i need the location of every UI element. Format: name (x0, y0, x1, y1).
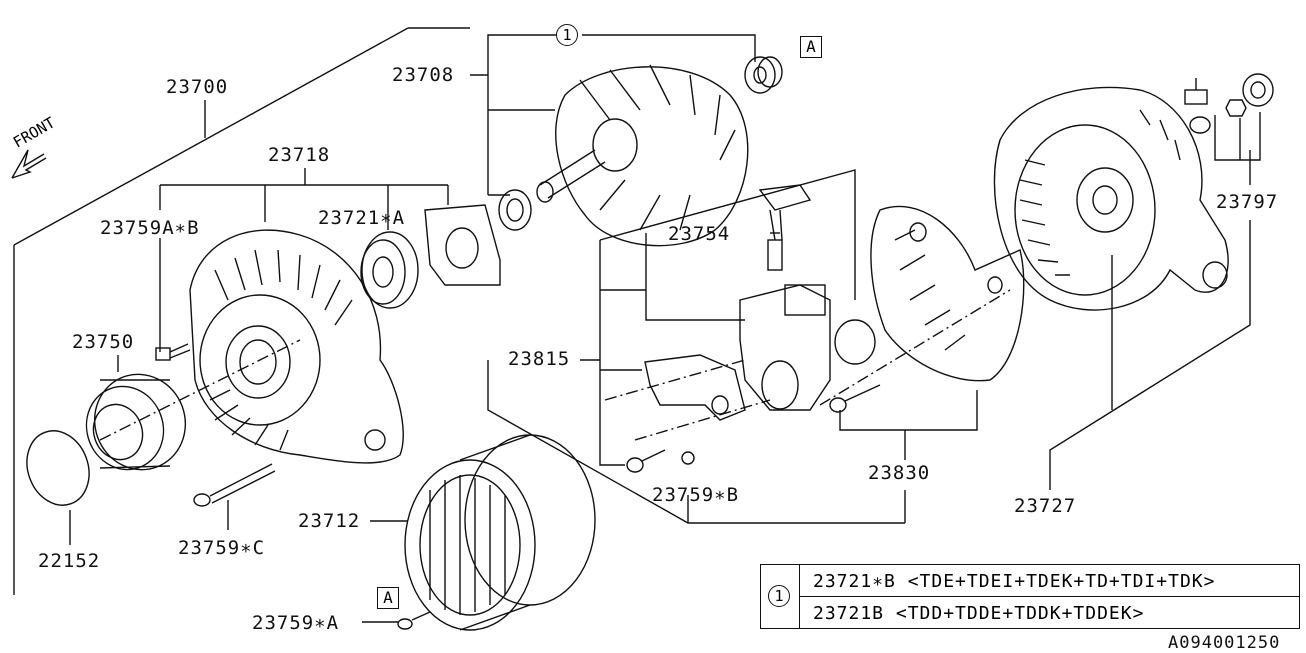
part-23718-label: 23718 (268, 144, 331, 166)
bolt-23759a (397, 611, 431, 630)
leader-lines (69, 34, 1261, 623)
part-23721a-label: 23721∗A (318, 207, 406, 229)
pulley-23750 (85, 373, 187, 471)
brush-holder-plate (644, 354, 746, 421)
front-housing-23718 (189, 229, 404, 464)
bearing-23721a (360, 231, 419, 309)
bolt-23759ab (155, 343, 191, 361)
callout-circle-1: 1 (556, 24, 578, 46)
legend-table: 1 23721∗B <TDE+TDEI+TDEK+TD+TDI+TDK> 237… (760, 564, 1300, 629)
callout-box-a-top: A (800, 36, 822, 58)
rear-housing-23727 (993, 86, 1229, 311)
part-23797-label: 23797 (1216, 191, 1279, 213)
rectifier-23830 (870, 205, 1025, 382)
legend-row-1: 23721∗B <TDE+TDEI+TDEK+TD+TDI+TDK> (799, 565, 1299, 597)
part-23712-label: 23712 (298, 510, 361, 532)
legend-row-2: 23721B <TDD+TDDE+TDDK+TDDEK> (799, 597, 1299, 628)
callout-box-a-bottom: A (377, 587, 399, 609)
screws-23815 (626, 449, 695, 473)
part-23830-label: 23830 (868, 462, 931, 484)
part-22152-label: 22152 (38, 550, 101, 572)
front-arrow-icon (11, 149, 47, 179)
part-23750-label: 23750 (72, 331, 135, 353)
collar-a (744, 56, 783, 94)
legend-symbol-cell: 1 (761, 565, 800, 628)
screw-23830 (829, 384, 881, 413)
part-23708-label: 23708 (392, 64, 455, 86)
seal-ring (834, 319, 876, 365)
assembly-frame (13, 27, 470, 595)
legend-row-1-text: 23721∗B <TDE+TDEI+TDEK+TD+TDI+TDK> (813, 571, 1216, 592)
bolt-23759c (193, 463, 276, 507)
part-23759ab-label: 23759A∗B (100, 217, 200, 239)
part-23727-label: 23727 (1014, 495, 1077, 517)
part-23759a-label: 23759∗A (252, 612, 340, 634)
terminal-23797 (1184, 73, 1274, 134)
legend-row-2-text: 23721B <TDD+TDDE+TDDK+TDDEK> (813, 603, 1145, 624)
cap-22152 (26, 430, 90, 506)
stator-23712 (404, 434, 596, 631)
legend-circle-1: 1 (768, 585, 790, 607)
part-23700-label: 23700 (166, 76, 229, 98)
axis-lines (99, 289, 1011, 441)
part-23815-label: 23815 (508, 348, 571, 370)
part-23759c-label: 23759∗C (178, 537, 266, 559)
rotor-bearing (498, 189, 532, 231)
retainer-plate (424, 204, 501, 286)
footer-code: A094001250 (1168, 633, 1281, 653)
part-23759b-label: 23759∗B (652, 484, 740, 506)
rotor-23708 (536, 64, 749, 247)
part-23754-label: 23754 (668, 223, 731, 245)
brush-holder-23754 (739, 184, 831, 411)
